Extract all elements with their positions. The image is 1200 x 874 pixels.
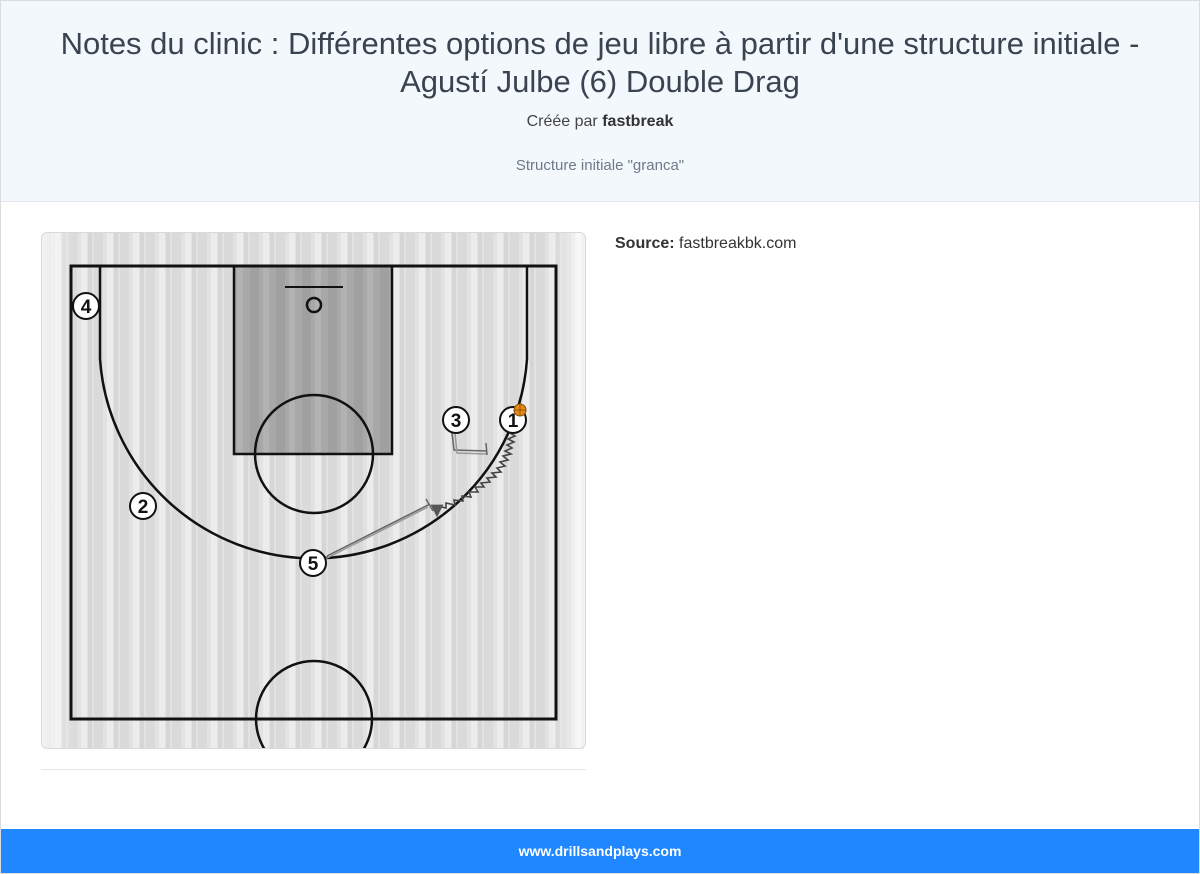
player-label-4: 4 [81,297,92,318]
player-marker-5[interactable]: 5 [299,549,327,577]
screen-line-p5 [326,503,431,557]
court-svg: 4 2 3 1 5 [42,233,585,748]
court-boundary [69,264,558,721]
page-subtitle: Structure initiale "granca" [515,157,685,174]
author-link[interactable]: fastbreak [602,113,674,130]
rim [305,296,323,314]
footer-link[interactable]: www.drillsandplays.com [518,843,682,859]
screen-line-p3-shadow [454,432,488,455]
free-throw-circle [253,393,375,515]
screen-line-p3 [451,432,488,452]
player-label-2: 2 [138,497,149,518]
card-divider [41,769,586,770]
site-footer: www.drillsandplays.com [1,829,1199,873]
play-diagram: 4 2 3 1 5 [41,232,586,749]
dribble-path-p1 [430,432,517,518]
player-marker-2[interactable]: 2 [129,492,157,520]
author-byline: Créée par fastbreak [1,113,1199,131]
source-label: Source: [615,235,675,252]
source-line: Source: fastbreakbk.com [615,235,796,253]
basketball-icon [513,403,527,417]
source-value: fastbreakbk.com [679,235,797,252]
player-marker-3[interactable]: 3 [442,406,470,434]
player-label-3: 3 [451,411,462,432]
player-marker-4[interactable]: 4 [72,292,100,320]
paint-area [232,264,394,456]
page-header: Notes du clinic : Différentes options de… [1,1,1199,202]
player-label-5: 5 [308,554,319,575]
screen-bar-p3 [485,442,488,456]
created-by-label: Créée par [526,113,598,130]
page-title: Notes du clinic : Différentes options de… [60,26,1140,99]
center-circle [254,659,374,748]
player-label-1: 1 [508,411,519,432]
screen-line-p5-shadow [324,506,429,560]
